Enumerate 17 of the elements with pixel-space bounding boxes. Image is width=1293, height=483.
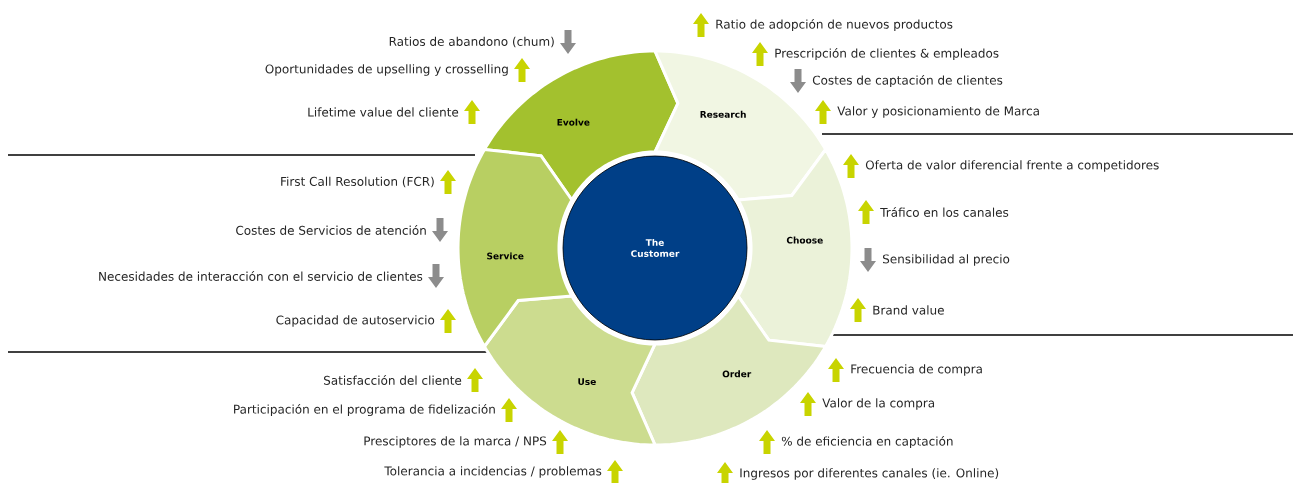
metric-label: Necesidades de interacción con el servicio de clientes	[99, 271, 423, 281]
metric-label: Ratio de adopción de nuevos productos	[716, 18, 953, 32]
metric-label: First Call Resolution (FCR)	[281, 176, 434, 188]
metric-label: Valor y posicionamiento de Marca	[837, 106, 1039, 118]
metric-label: Tráfico en los canales	[880, 207, 1009, 217]
metric-label: Frecuencia de compra	[851, 364, 982, 376]
metric-label: Ratios de abandono (chum)	[389, 36, 554, 48]
metric-label: Oferta de valor diferencial frente a competidores	[865, 160, 1159, 172]
metric-label: Satisfacción del cliente	[323, 375, 462, 385]
metric-label: Sensibilidad al precio	[883, 254, 1010, 266]
metric-label: Capacidad de autoservicio	[276, 315, 435, 327]
metric-label: Tolerancia a incidencias / problemas	[384, 466, 602, 478]
metric-label: Costes de Servicios de atención	[236, 225, 426, 235]
metric-label: Lifetime value del cliente	[308, 107, 459, 117]
metric-label: Ingresos por diferentes canales (ie. Online)	[740, 468, 999, 480]
metric-label: Brand value	[873, 305, 944, 315]
metric-label: Oportunidades de upselling y crosselling	[265, 64, 508, 76]
